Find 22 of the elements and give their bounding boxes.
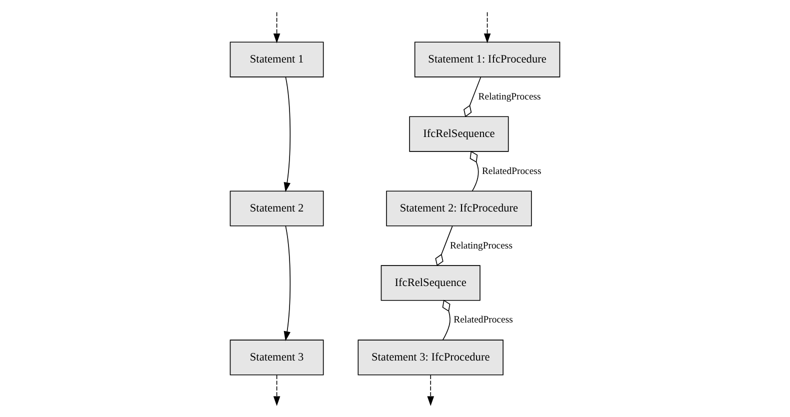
connector: [464, 76, 482, 118]
node-box: IfcRelSequence: [380, 265, 480, 301]
node-box: Statement 3: IfcProcedure: [358, 340, 504, 376]
edge-label: RelatedProcess: [454, 314, 513, 326]
edge-label: RelatingProcess: [478, 91, 541, 102]
node-box: IfcRelSequence: [409, 116, 509, 152]
arrow: [427, 374, 434, 406]
arrow: [484, 12, 491, 44]
connector: [435, 226, 453, 266]
arrow: [284, 226, 291, 342]
node-box: Statement 2: [230, 190, 324, 226]
arrow: [273, 12, 280, 44]
edge-label: RelatedProcess: [482, 166, 542, 177]
node-box: Statement 2: IfcProcedure: [386, 190, 532, 226]
arrow: [273, 374, 280, 406]
node-box: Statement 1: [230, 42, 324, 78]
node-box: Statement 1: IfcProcedure: [414, 42, 560, 78]
node-box: Statement 3: [230, 340, 324, 376]
edge-label: RelatingProcess: [450, 240, 512, 252]
connector: [470, 150, 479, 192]
arrow: [284, 76, 291, 192]
connector: [442, 300, 450, 340]
